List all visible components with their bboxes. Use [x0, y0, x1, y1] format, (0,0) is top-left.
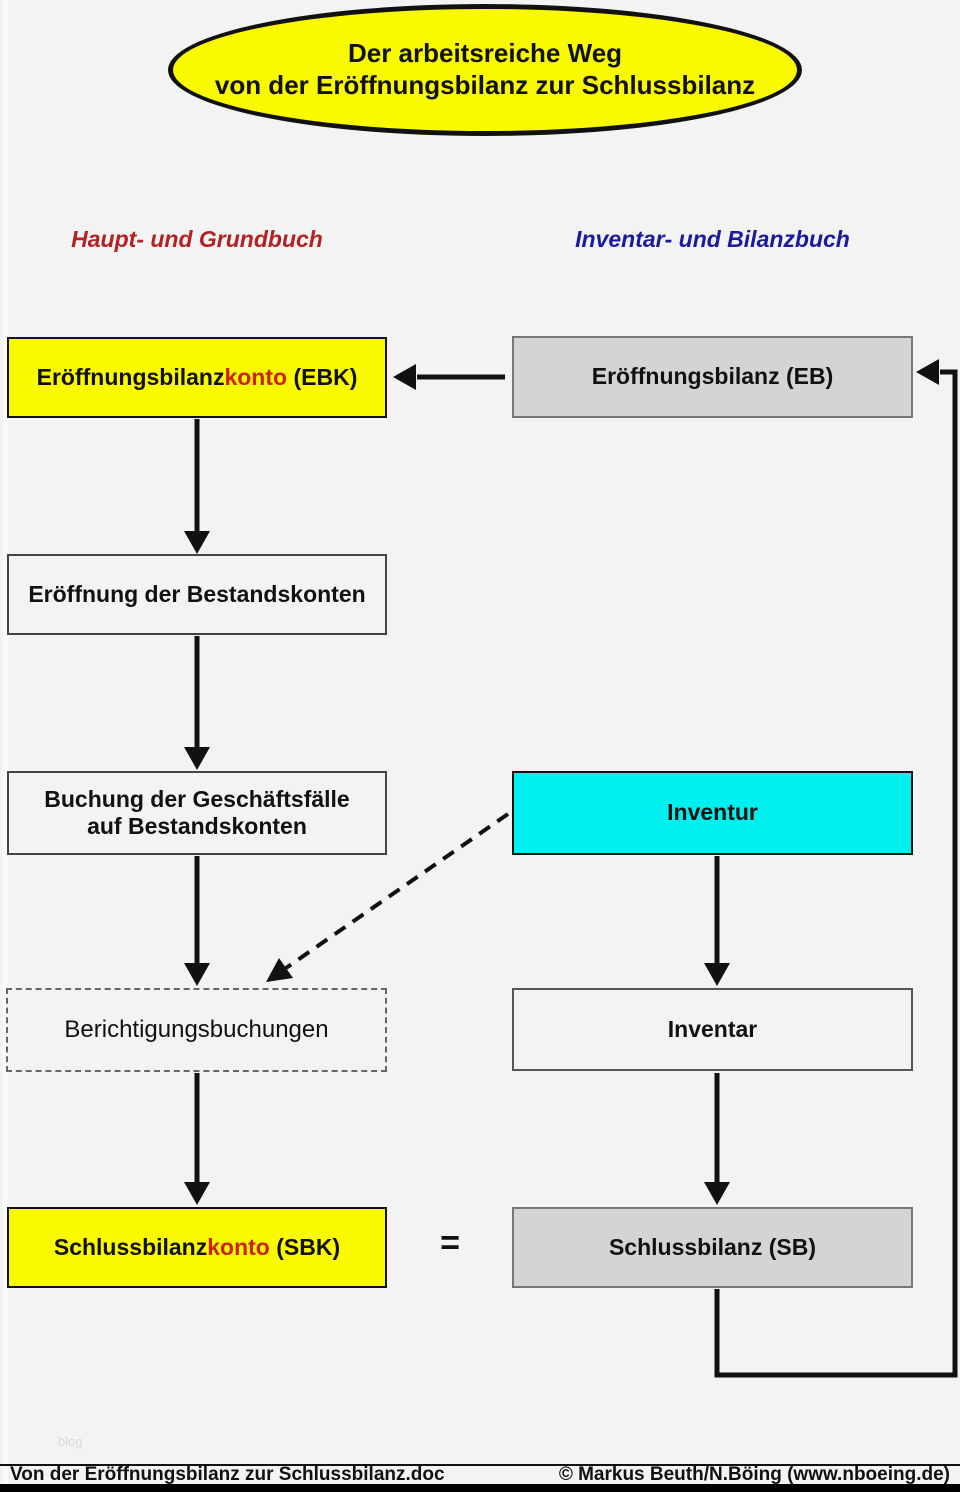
bottom-bar [0, 1484, 960, 1492]
box-inventur: Inventur [512, 771, 913, 855]
box-inventur-label: Inventur [667, 799, 758, 826]
title-ellipse: Der arbeitsreiche Weg von der Eröffnungs… [168, 4, 802, 136]
footer-divider [0, 1464, 960, 1466]
footer-copyright: © Markus Beuth/N.Böing (www.nboeing.de) [558, 1463, 950, 1485]
box-schlussbilanz: Schlussbilanz (SB) [512, 1207, 913, 1288]
box-buchung-line1: Buchung der Geschäftsfälle [44, 785, 350, 812]
box-ebk-label: Eröffnungsbilanzkonto (EBK) [36, 363, 358, 390]
scan-edge-artifact [3, 0, 8, 1484]
box-inventar-label: Inventar [667, 1015, 758, 1042]
watermark: blog [58, 1434, 83, 1449]
box-schlussbilanzkonto: Schlussbilanzkonto (SBK) [7, 1207, 387, 1288]
box-buchung-line2: auf Bestandskonten [87, 813, 307, 839]
sbk-konto-highlight: konto [207, 1233, 270, 1260]
box-berichtigung-label: Berichtigungsbuchungen [64, 1015, 329, 1043]
box-eb-label: Eröffnungsbilanz (EB) [591, 363, 834, 390]
box-buchung-geschaeftsfaelle: Buchung der Geschäftsfälle auf Bestandsk… [7, 771, 387, 855]
column-header-hauptbuch: Haupt- und Grundbuch [71, 226, 323, 252]
column-header-inventarbuch: Inventar- und Bilanzbuch [575, 226, 850, 252]
box-inventar: Inventar [512, 988, 913, 1071]
box-eroeffnungsbilanz: Eröffnungsbilanz (EB) [512, 336, 913, 418]
equals-sign: = [440, 1224, 460, 1262]
footer: Von der Eröffnungsbilanz zur Schlussbila… [0, 1463, 960, 1485]
box-eroeffnungsbilanzkonto: Eröffnungsbilanzkonto (EBK) [7, 337, 387, 418]
arrow-ebk-to-eroeffnung [184, 419, 210, 554]
box-sbk-label: Schlussbilanzkonto (SBK) [53, 1233, 341, 1260]
arrow-buchung-to-berichtigung [184, 856, 210, 986]
title-line2: von der Eröffnungsbilanz zur Schlussbila… [214, 70, 756, 100]
box-sb-label: Schlussbilanz (SB) [608, 1233, 817, 1260]
title-line1: Der arbeitsreiche Weg [347, 38, 623, 69]
box-berichtigungsbuchungen: Berichtigungsbuchungen [6, 988, 387, 1072]
arrow-berichtigung-to-sbk [184, 1073, 210, 1205]
arrow-eroeffnung-to-buchung [184, 636, 210, 770]
arrow-eb-to-ebk [393, 364, 505, 390]
box-eroeffnung-label: Eröffnung der Bestandskonten [28, 580, 366, 607]
footer-filename: Von der Eröffnungsbilanz zur Schlussbila… [10, 1463, 445, 1485]
box-eroeffnung-bestandskonten: Eröffnung der Bestandskonten [7, 554, 387, 635]
ebk-konto-highlight: konto [224, 363, 288, 390]
arrow-inventur-to-inventar [704, 856, 730, 986]
arrow-inventar-to-sb [704, 1073, 730, 1205]
